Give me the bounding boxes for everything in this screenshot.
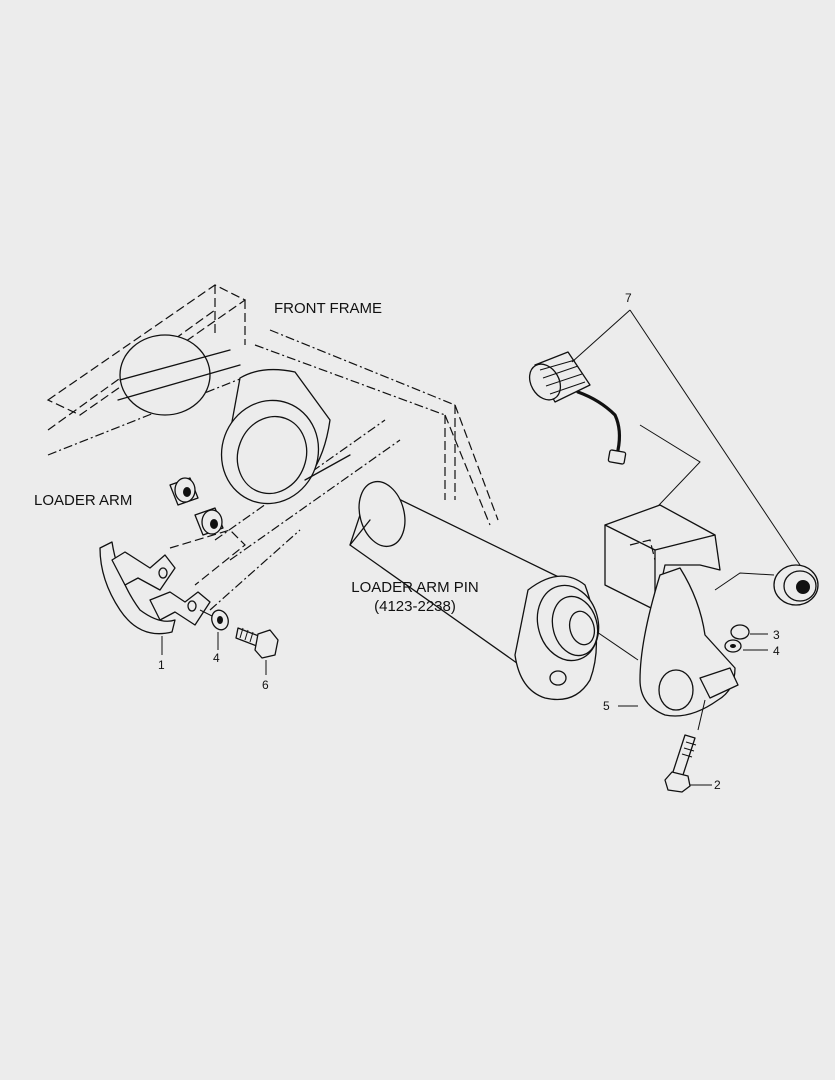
callout-4-left: 4 (213, 651, 220, 665)
callout-1: 1 (158, 658, 165, 672)
frame-boss-right (220, 368, 351, 505)
spacer-leader (169, 529, 246, 586)
callout-2: 2 (714, 778, 721, 792)
nut-part-3 (730, 624, 768, 640)
spacer-lower (194, 507, 224, 536)
callout-4-right: 4 (773, 644, 780, 658)
bracket-part-1 (99, 541, 211, 655)
spacer-upper (169, 477, 199, 506)
callout-5: 5 (603, 699, 610, 713)
loader-arm-pin-label: LOADER ARM PIN (351, 579, 479, 596)
front-frame-phantom (46, 284, 499, 611)
bolt-part-2 (664, 699, 712, 793)
callout-3: 3 (773, 628, 780, 642)
washer-right (724, 639, 768, 653)
loader-arm-pin-part-number: (4123-2238) (374, 598, 456, 615)
sensor-part-7 (528, 309, 801, 566)
loader-arm-label: LOADER ARM (34, 492, 133, 509)
callout-7: 7 (625, 291, 632, 305)
nut-part-7 (714, 564, 819, 606)
bolt-part-6 (235, 627, 279, 675)
frame-boss-left (117, 334, 241, 416)
loader-arm-pin (349, 480, 639, 701)
front-frame-label: FRONT FRAME (274, 300, 383, 317)
bracket-part-5 (604, 504, 739, 717)
callout-6: 6 (262, 678, 269, 692)
sensor-leader (639, 424, 701, 526)
washer-left (199, 609, 229, 650)
